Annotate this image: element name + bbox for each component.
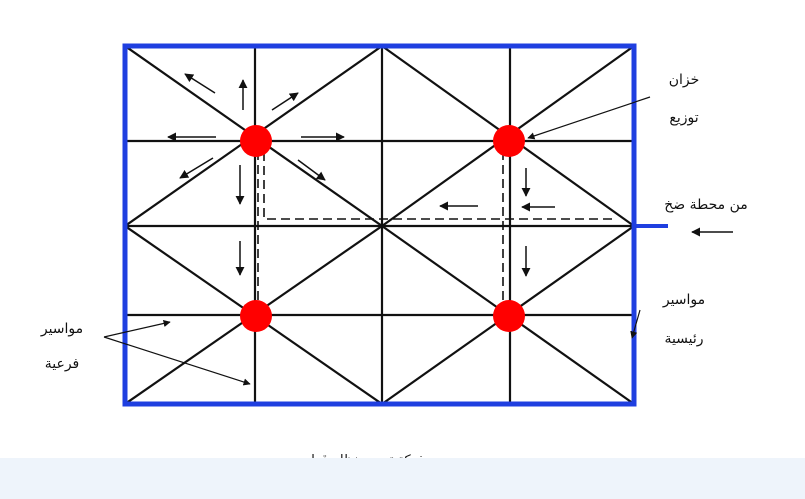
branch-pipes-label-line2: فرعية xyxy=(45,356,80,372)
tank-top-right xyxy=(493,125,525,157)
branch-pipes-label-line1: مواسير xyxy=(40,321,83,337)
tank-top-left xyxy=(240,125,272,157)
label-pointers xyxy=(103,96,651,386)
dashed-supply-lines xyxy=(257,150,612,306)
bottom-panel xyxy=(0,458,805,499)
main-pipes-label-line2: رئيسية xyxy=(664,331,703,347)
main-pipes-label-line1: مواسير xyxy=(662,292,705,308)
grid-lines xyxy=(125,46,634,404)
distribution-tanks xyxy=(240,125,525,332)
flow-arrows xyxy=(167,73,733,277)
tank-label-line1: خزان xyxy=(669,72,700,88)
tank-bottom-right xyxy=(493,300,525,332)
pump-station-label: من محطة ضخ xyxy=(664,197,748,213)
tank-label-line2: توزيع xyxy=(669,110,698,126)
tank-bottom-left xyxy=(240,300,272,332)
